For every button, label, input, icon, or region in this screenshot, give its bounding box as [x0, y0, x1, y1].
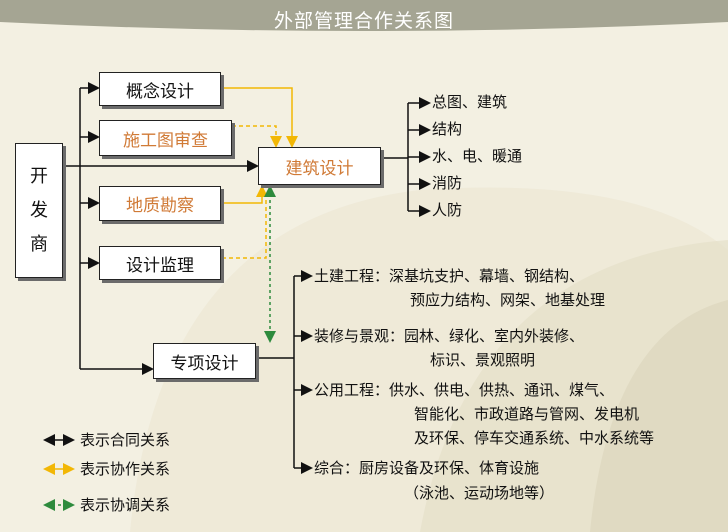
civil-works-line-1: 土建工程：深基坑支护、幕墙、钢结构、: [314, 267, 585, 285]
design-supervision-box: 设计监理: [99, 246, 221, 280]
civil-works-line-2: 预应力结构、网架、地基处理: [410, 291, 606, 309]
special-bracket: [257, 270, 313, 474]
developer-char-2: 发: [30, 199, 48, 221]
developer-char-1: 开: [30, 165, 48, 187]
arch-item-1: 总图、建筑: [432, 93, 508, 111]
misc-line-2: （泳池、运动场地等）: [404, 484, 555, 502]
concept-design-box: 概念设计: [99, 72, 221, 106]
legend-arrows: [43, 434, 75, 511]
arch-item-3: 水、电、暖通: [432, 147, 523, 165]
decor-landscape-line-2: 标识、景观照明: [430, 351, 536, 369]
legend-contract-label: 表示合同关系: [80, 431, 171, 449]
special-design-box: 专项设计: [153, 343, 256, 379]
arch-item-4: 消防: [432, 174, 463, 192]
public-works-line-2: 智能化、市政道路与管网、发电机: [414, 405, 640, 423]
drawing-review-box: 施工图审查: [99, 120, 232, 156]
public-works-line-1: 公用工程：供水、供电、供热、通讯、煤气、: [314, 381, 615, 399]
developer-box: 开 发 商: [15, 143, 63, 278]
contract-lines: [64, 82, 259, 375]
misc-line-1: 综合：厨房设备及环保、体育设施: [314, 459, 540, 477]
developer-char-3: 商: [30, 233, 48, 255]
arch-bracket: [382, 97, 431, 217]
geology-survey-box: 地质勘察: [99, 186, 221, 221]
decor-landscape-line-1: 装修与景观：园林、绿化、室内外装修、: [314, 327, 585, 345]
arch-item-2: 结构: [432, 120, 463, 138]
diagram-title: 外部管理合作关系图: [273, 10, 454, 32]
public-works-line-3: 及环保、停车交通系统、中水系统等: [414, 429, 655, 447]
legend-coordinate-label: 表示协调关系: [80, 496, 171, 514]
architecture-design-box: 建筑设计: [258, 147, 381, 185]
arch-item-5: 人防: [432, 201, 463, 219]
cooperate-lines: [222, 87, 298, 343]
legend-cooperate-label: 表示协作关系: [80, 460, 171, 478]
